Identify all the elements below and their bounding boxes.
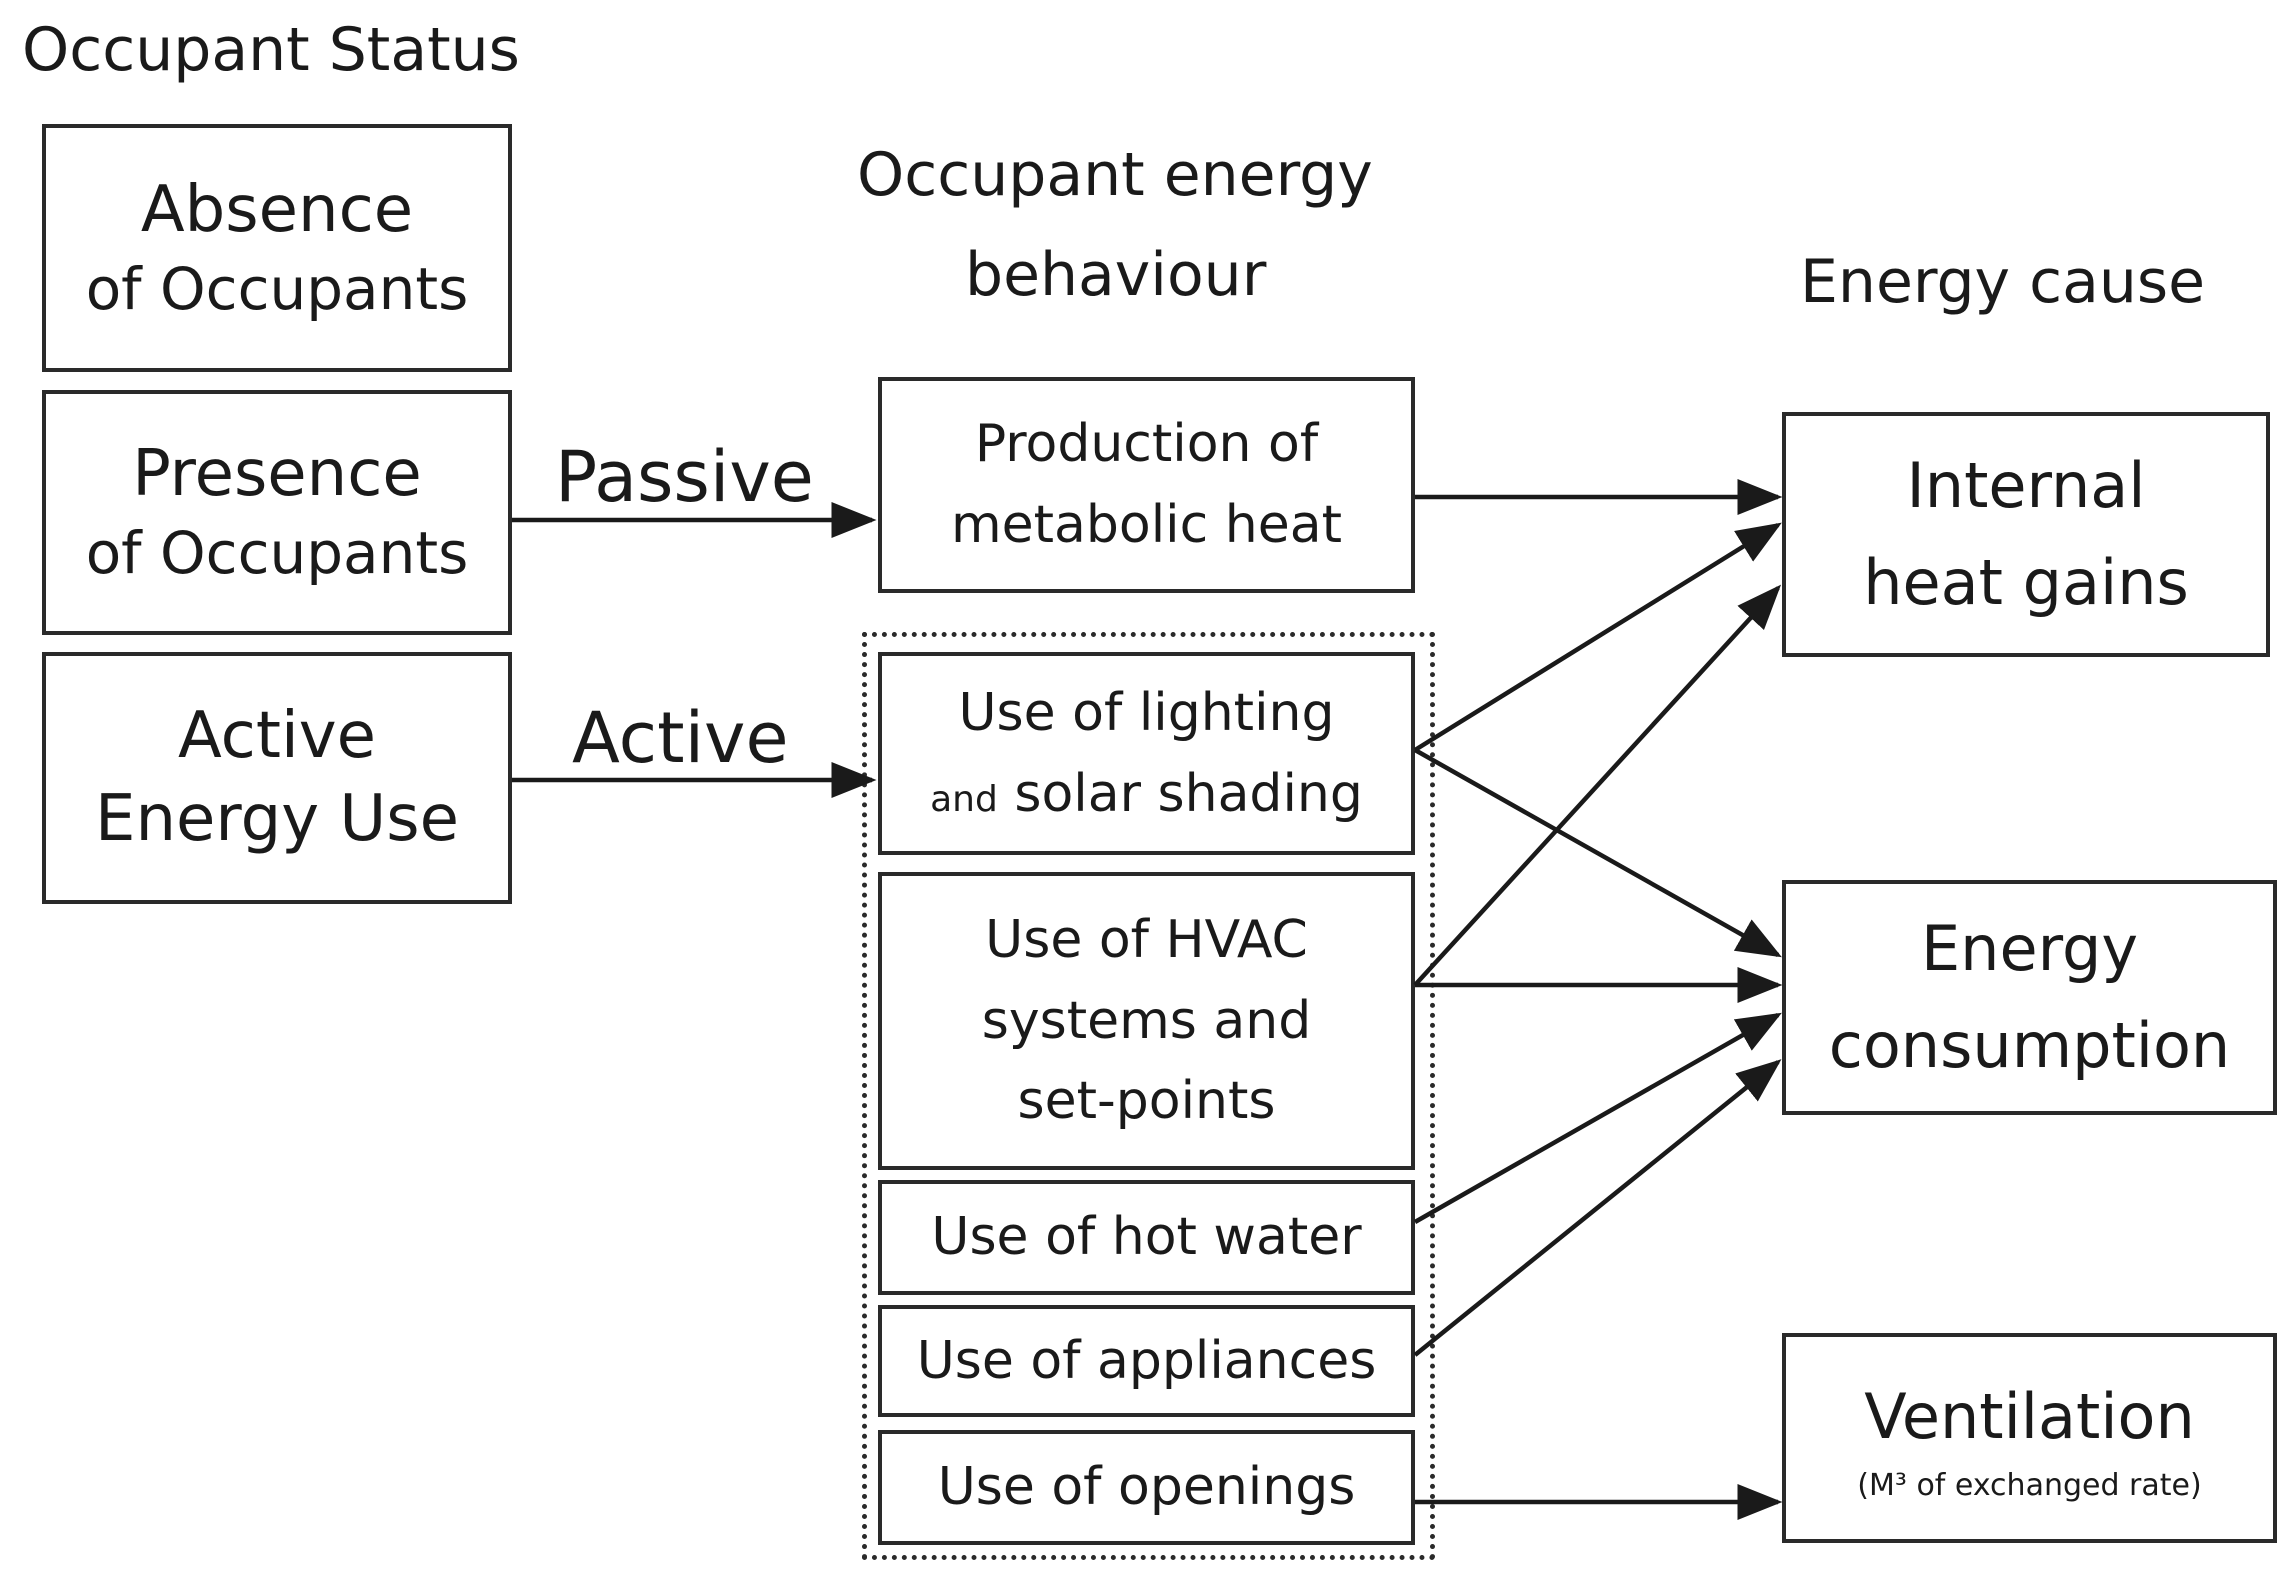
occupant-status-heading: Occupant Status bbox=[22, 15, 520, 85]
box-line: Use of hot water bbox=[931, 1207, 1362, 1268]
box-line: systems and bbox=[981, 990, 1312, 1051]
arrow-hot-water-to-consumption bbox=[1413, 1012, 1782, 1224]
box-line: heat gains bbox=[1863, 545, 2189, 619]
metabolic-heat-box: Production of metabolic heat bbox=[878, 377, 1415, 593]
ventilation-box: Ventilation (M³ of exchanged rate) bbox=[1782, 1333, 2277, 1543]
ventilation-subtitle: (M³ of exchanged rate) bbox=[1857, 1468, 2202, 1504]
box-line: Use of openings bbox=[937, 1457, 1356, 1518]
absence-of-occupants-box: Absence of Occupants bbox=[42, 124, 512, 372]
box-line: Use of lighting bbox=[958, 682, 1335, 743]
passive-label: Passive bbox=[555, 436, 814, 518]
box-line: metabolic heat bbox=[951, 495, 1342, 555]
active-behaviour-group bbox=[862, 632, 1435, 1560]
energy-cause-heading: Energy cause bbox=[1800, 247, 2206, 317]
active-energy-use-box: Active Energy Use bbox=[42, 652, 512, 904]
presence-of-occupants-box: Presence of Occupants bbox=[42, 390, 512, 635]
box-line: Internal bbox=[1906, 449, 2146, 523]
openings-box: Use of openings bbox=[878, 1430, 1415, 1545]
behaviour-heading-line1: Occupant energy bbox=[857, 140, 1373, 210]
box-line: Use of appliances bbox=[916, 1330, 1377, 1391]
box-line: Energy bbox=[1920, 912, 2139, 986]
arrow-appliances-to-consumption bbox=[1413, 1059, 1782, 1357]
energy-consumption-box: Energy consumption bbox=[1782, 880, 2277, 1115]
box-line: Ventilation bbox=[1864, 1379, 2195, 1453]
box-line: Energy Use bbox=[95, 782, 459, 856]
arrow-lighting-to-heat-gains bbox=[1413, 522, 1782, 752]
small-and-text: and bbox=[930, 778, 998, 820]
box-line: of Occupants bbox=[85, 519, 469, 588]
lighting-shading-box: Use of lighting and solar shading bbox=[878, 652, 1415, 855]
hvac-box: Use of HVAC systems and set-points bbox=[878, 872, 1415, 1170]
box-line: of Occupants bbox=[85, 254, 469, 323]
appliances-box: Use of appliances bbox=[878, 1305, 1415, 1417]
active-label: Active bbox=[572, 697, 789, 779]
arrow-hvac-to-heat-gains bbox=[1413, 584, 1782, 987]
solar-shading-text: solar shading bbox=[997, 763, 1363, 824]
box-line: Active bbox=[178, 698, 376, 773]
box-line: and solar shading bbox=[930, 754, 1363, 835]
box-line: set-points bbox=[1017, 1071, 1276, 1132]
box-line: Production of bbox=[974, 414, 1319, 475]
box-line: Use of HVAC bbox=[985, 910, 1308, 971]
behaviour-heading-line2: behaviour bbox=[965, 240, 1267, 310]
hot-water-box: Use of hot water bbox=[878, 1180, 1415, 1295]
arrow-lighting-to-consumption bbox=[1413, 748, 1782, 958]
box-line: Absence bbox=[140, 172, 414, 247]
box-line: Presence bbox=[132, 437, 422, 512]
internal-heat-gains-box: Internal heat gains bbox=[1782, 412, 2270, 657]
box-line: consumption bbox=[1828, 1008, 2231, 1082]
